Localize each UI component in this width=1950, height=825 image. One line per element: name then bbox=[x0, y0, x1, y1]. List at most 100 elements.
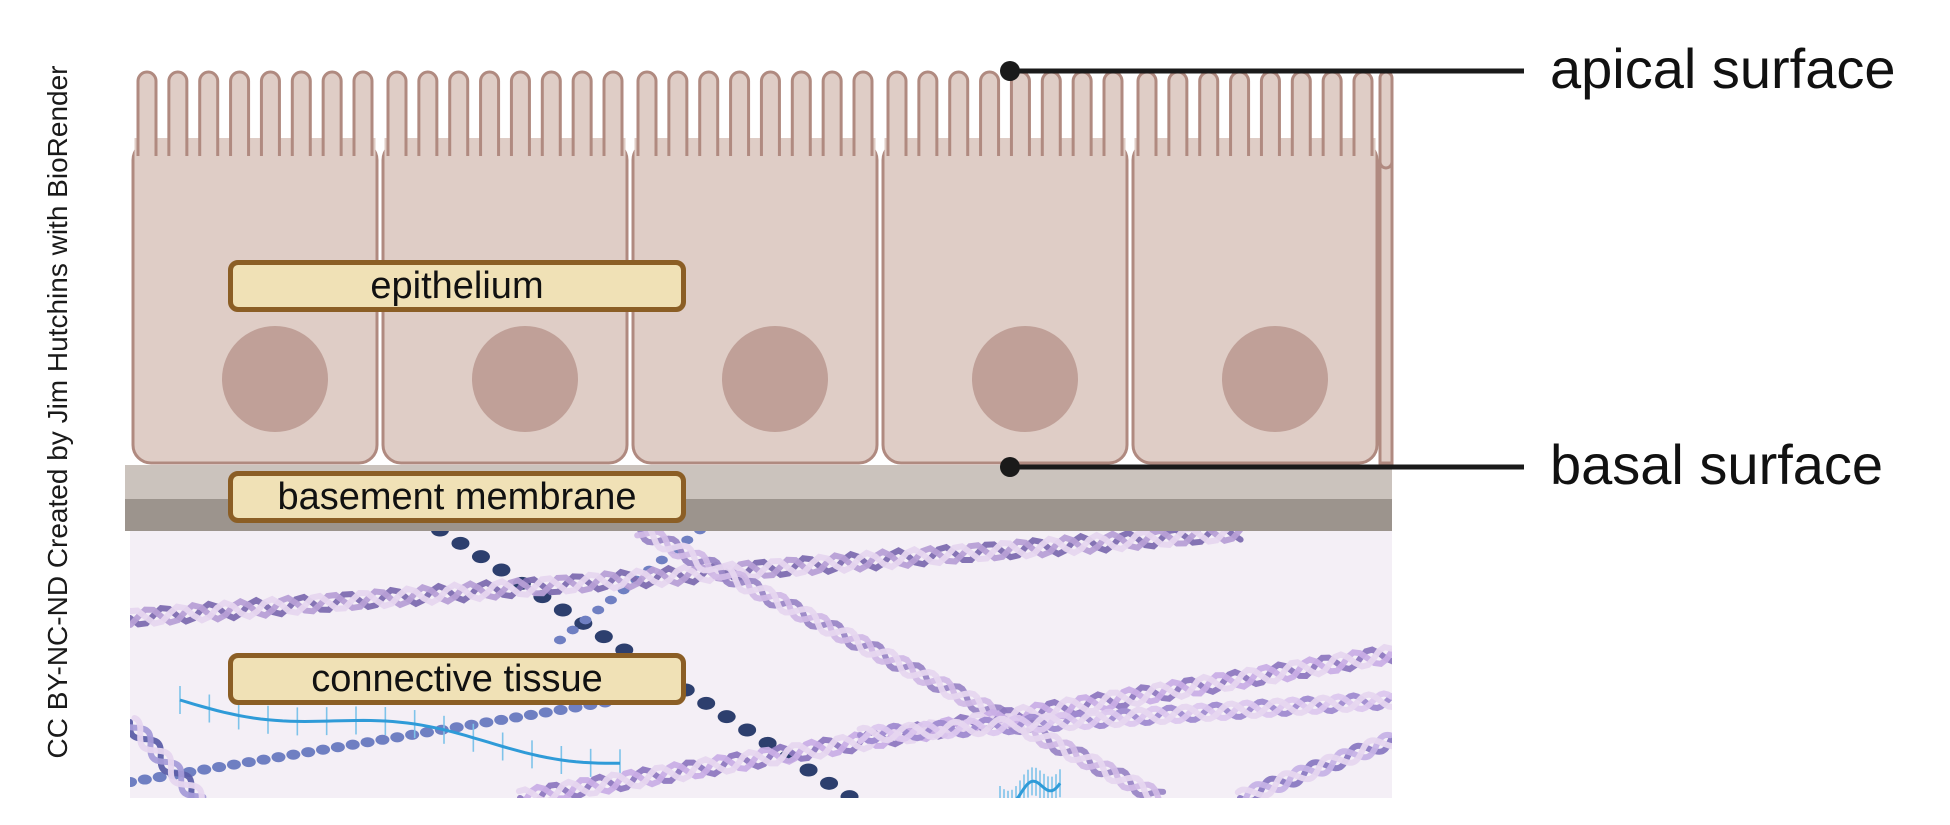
epithelial-cell bbox=[881, 70, 1129, 465]
collagen-strand bbox=[131, 715, 205, 798]
fiber-bead bbox=[592, 605, 605, 615]
collagen-fiber bbox=[634, 530, 1167, 798]
fiber-bead bbox=[212, 762, 227, 773]
apical-surface-label: apical surface bbox=[1550, 37, 1896, 100]
microvillus bbox=[1198, 70, 1220, 170]
connective-tissue-label: connective tissue bbox=[228, 653, 686, 705]
microvillus bbox=[1229, 70, 1251, 170]
fiber-bead bbox=[471, 550, 490, 564]
beaded-fiber-light bbox=[130, 694, 627, 788]
fiber-bead bbox=[137, 774, 152, 785]
fiber-bead bbox=[523, 709, 538, 720]
microvillus bbox=[821, 70, 843, 170]
fiber-bead bbox=[655, 555, 668, 565]
microvillus bbox=[448, 70, 470, 170]
microvillus bbox=[1352, 70, 1374, 170]
fiber-bead bbox=[509, 712, 524, 723]
fiber-bead bbox=[694, 530, 706, 535]
nucleus bbox=[722, 326, 828, 432]
fiber-bead bbox=[604, 595, 617, 605]
collagen-strand bbox=[130, 530, 1243, 628]
fiber-bead bbox=[579, 615, 592, 625]
cell-apex-band bbox=[134, 156, 376, 180]
microvillus bbox=[667, 70, 689, 170]
microvillus bbox=[979, 70, 1001, 170]
cell-apex-band bbox=[884, 156, 1126, 180]
fiber-bead bbox=[717, 710, 736, 724]
microvillus bbox=[571, 70, 593, 170]
microvillus bbox=[229, 70, 251, 170]
microvillus bbox=[917, 70, 939, 170]
collagen-strand bbox=[130, 724, 207, 798]
fiber-bead bbox=[538, 707, 553, 718]
microvillus bbox=[1259, 70, 1281, 170]
proteoglycan-core bbox=[1015, 779, 1062, 798]
fiber-bead bbox=[738, 723, 757, 737]
nucleus bbox=[472, 326, 578, 432]
collagen-fiber bbox=[130, 715, 207, 798]
credit-line: CC BY-NC-ND Created by Jim Hutchins with… bbox=[42, 65, 73, 759]
epithelial-cell bbox=[631, 70, 879, 465]
microvillus bbox=[602, 70, 624, 170]
cell-body bbox=[1378, 140, 1394, 465]
microvillus bbox=[1290, 70, 1312, 170]
microvillus bbox=[386, 70, 408, 170]
epithelial-cell-partial bbox=[1378, 70, 1394, 465]
collagen-strand bbox=[1234, 737, 1392, 798]
fiber-bead bbox=[405, 729, 420, 740]
microvillus bbox=[290, 70, 312, 170]
collagen-strand bbox=[856, 691, 1392, 744]
microvillus bbox=[759, 70, 781, 170]
microvillus bbox=[1040, 70, 1062, 170]
fiber-bead bbox=[152, 771, 167, 783]
collagen-fiber bbox=[130, 530, 1244, 628]
microvillus bbox=[698, 70, 720, 170]
basement-membrane-label: basement membrane bbox=[228, 471, 686, 523]
epithelial-cell bbox=[1131, 70, 1379, 465]
fiber-bead bbox=[271, 752, 286, 763]
fiber-bead bbox=[554, 635, 566, 645]
microvillus bbox=[1378, 70, 1394, 170]
fiber-bead bbox=[449, 722, 464, 733]
fiber-bead bbox=[375, 734, 390, 745]
microvillus bbox=[1009, 70, 1031, 170]
fiber-bead bbox=[566, 625, 579, 635]
fiber-bead bbox=[330, 742, 345, 753]
collagen-fiber bbox=[1234, 731, 1392, 798]
microvillus bbox=[852, 70, 874, 170]
fiber-bead bbox=[130, 776, 137, 788]
fiber-bead bbox=[553, 704, 568, 715]
fiber-bead bbox=[479, 717, 494, 728]
basal-leader bbox=[1000, 457, 1524, 477]
fiber-bead bbox=[360, 737, 375, 748]
fiber-bead bbox=[431, 530, 449, 537]
fiber-bead bbox=[820, 776, 839, 790]
microvillus bbox=[1136, 70, 1158, 170]
microvillus bbox=[509, 70, 531, 170]
microvillus bbox=[948, 70, 970, 170]
microvillus bbox=[1102, 70, 1124, 170]
microvillus bbox=[198, 70, 220, 170]
nucleus bbox=[1222, 326, 1328, 432]
fiber-bead bbox=[494, 714, 509, 725]
microvillus bbox=[790, 70, 812, 170]
collagen-strand bbox=[130, 530, 1231, 627]
microvillus bbox=[417, 70, 439, 170]
fiber-bead bbox=[301, 747, 316, 758]
microvillus bbox=[259, 70, 281, 170]
microvillus bbox=[352, 70, 374, 170]
epithelium-label: epithelium bbox=[228, 260, 686, 312]
cell-apex-band bbox=[384, 156, 626, 180]
fiber-bead bbox=[697, 696, 716, 710]
microvillus bbox=[479, 70, 501, 170]
fiber-bead bbox=[840, 790, 859, 798]
fiber-bead bbox=[286, 749, 301, 760]
fiber-bead bbox=[681, 535, 694, 545]
microvillus bbox=[1071, 70, 1093, 170]
fiber-bead bbox=[197, 764, 212, 775]
microvillus bbox=[136, 70, 158, 170]
fiber-bead bbox=[390, 732, 405, 743]
fiber-bead bbox=[861, 804, 879, 817]
collagen-fiber bbox=[856, 690, 1392, 745]
